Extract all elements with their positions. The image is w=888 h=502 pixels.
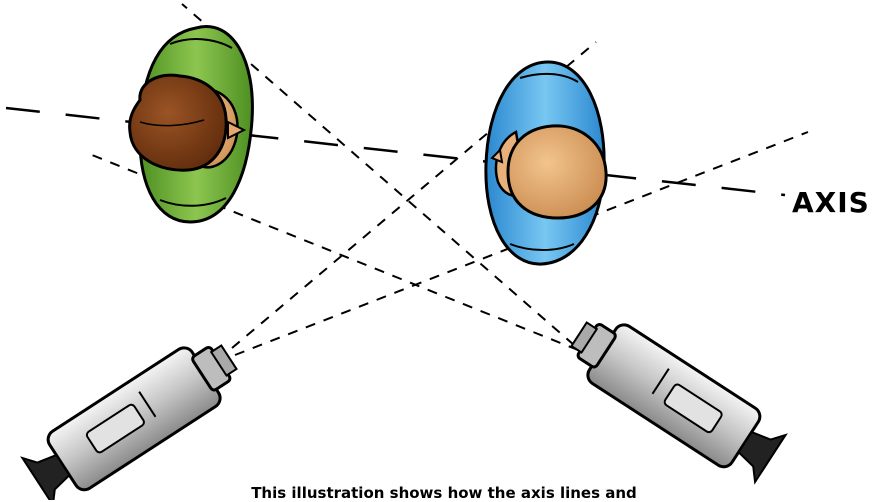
sight-line-left-camera-1	[231, 41, 597, 349]
caption: This illustration shows how the axis lin…	[251, 484, 637, 502]
camera-left	[20, 344, 238, 500]
camera-right	[570, 321, 788, 485]
axis-label: AXIS	[792, 186, 870, 219]
person-right	[484, 60, 608, 266]
person-right-head	[506, 124, 608, 220]
person-left-hair	[128, 73, 228, 172]
axis-line	[5, 106, 786, 197]
person-left	[128, 25, 254, 224]
